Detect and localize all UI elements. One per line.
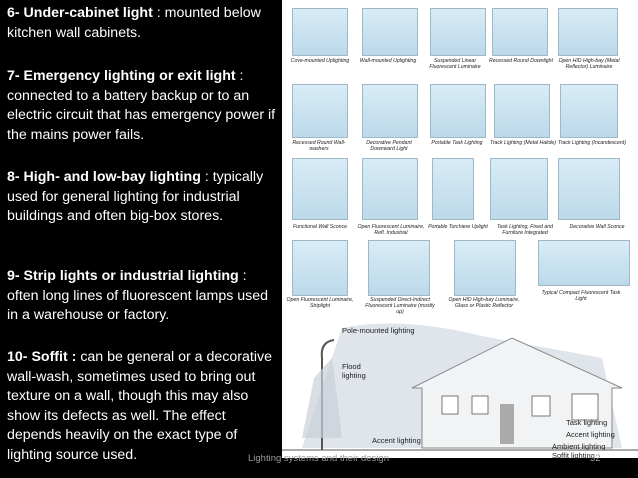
fluorescent-reflector-image [362,158,418,220]
fixture-label: Track Lighting (Incandescent) [558,140,626,146]
item-desc: can be general or a decorative wall-wash… [7,349,272,463]
item-desc: : often long lines of fluorescent lamps … [7,268,269,324]
fixture-label: Open HID High-bay (Metal Reflector) Lumi… [558,58,620,70]
recessed-downlight-image [492,8,548,56]
direct-indirect-image [368,240,430,296]
item-strip-lights: 9- Strip lights or industrial lighting :… [7,267,279,326]
fixture-label: Portable Task Lighting [431,140,483,146]
wall-sconce-image [292,158,348,220]
torchiere-image [432,158,474,220]
text-column: 6- Under-cabinet light : mounted below k… [0,0,282,478]
fixture-label: Task Lighting, Fixed and Furniture Integ… [496,224,554,236]
track-metal-image [494,84,550,138]
fixture-label: Suspended Linear Fluorescent Luminaire [429,58,481,70]
highbay-glass-image [454,240,516,296]
fixture-label: Open HID High-bay Luminaire, Glass or Pl… [448,297,520,309]
highbay-metal-image [558,8,618,56]
fixture-label: Functional Wall Sconce [292,224,348,230]
striplight-image [292,240,348,296]
house-lighting-diagram: Pole-mounted lighting Flood lighting Acc… [282,318,638,460]
item-term: 6- Under-cabinet light [7,5,153,21]
label-task: Task lighting [566,418,608,427]
label-accent-right: Accent lighting [566,430,615,439]
fixture-label: Decorative Pendant Downward Light [366,140,412,152]
furniture-task-image [490,158,548,220]
fixture-label: Portable Torchiere Uplight [428,224,488,230]
track-incandescent-image [560,84,618,138]
item-desc: : typically used for general lighting fo… [7,169,264,225]
fixture-label: Wall-mounted Uplighting [359,58,417,64]
fixture-label: Recessed Round Wall-washers [292,140,346,152]
slide-number: 32 [590,453,601,464]
item-term: 8- High- and low-bay lighting [7,169,201,185]
wall-washer-image [292,84,348,138]
cove-uplight-image [292,8,348,56]
fixture-catalog: Cove-mounted Uplighting Wall-mounted Upl… [282,0,638,318]
item-under-cabinet: 6- Under-cabinet light : mounted below k… [7,4,279,43]
fixture-label: Cove-mounted Uplighting [290,58,350,64]
wall-uplight-image [362,8,418,56]
label-ambient: Ambient lighting [552,442,606,451]
fixture-label: Decorative Wall Sconce [569,224,625,230]
label-accent-left: Accent lighting [372,436,421,445]
pendant-image [362,84,418,138]
fixture-label: Open Fluorescent Luminaire, Strіplight [286,297,354,309]
label-flood: Flood lighting [342,362,366,380]
suspended-linear-image [430,8,486,56]
item-desc: : connected to a battery backup or to an… [7,68,276,143]
label-pole: Pole-mounted lighting [342,326,415,335]
item-term: 9- Strip lights or industrial lighting [7,268,239,284]
item-high-low-bay: 8- High- and low-bay lighting : typicall… [7,168,279,227]
item-term: 7- Emergency lighting or exit light [7,68,236,84]
item-soffit: 10- Soffit : can be general or a decorat… [7,348,279,466]
decorative-sconce-image [558,158,620,220]
cfl-task-image [538,240,630,286]
task-lamp-image [430,84,486,138]
item-emergency: 7- Emergency lighting or exit light : co… [7,67,279,145]
label-soffit: Soffit lighting [552,451,595,460]
item-desc: : mounted below kitchen wall cabinets. [7,5,261,41]
fixture-label: Track Lighting (Metal Halide) [490,140,556,146]
item-term: 10- Soffit : [7,349,81,365]
fixture-label: Open Fluorescent Luminaire, Refl. Indust… [357,224,425,236]
slide-footer: Lighting systems and their design [248,453,389,464]
fixture-label: Typical Compact Fluorescent Task Light [541,290,621,302]
house-illustration [282,323,638,451]
fixture-label: Recessed Round Downlight [488,58,553,64]
fixture-label: Suspended Direct-Indirect Fluorescent Lu… [365,297,435,315]
